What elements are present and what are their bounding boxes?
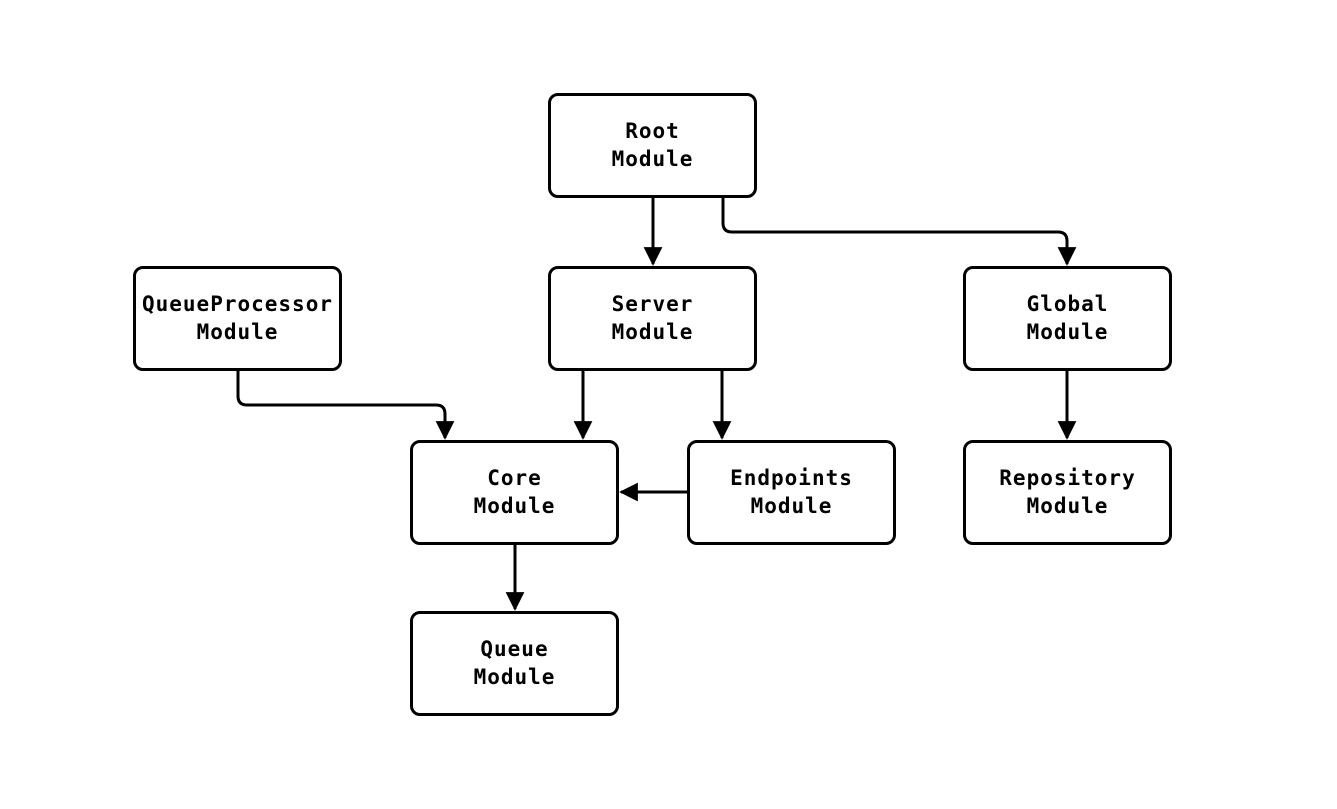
node-queue-module: Queue Module [410, 611, 619, 716]
node-root-module: Root Module [548, 93, 757, 198]
node-label-repository: Repository Module [999, 465, 1136, 518]
node-label-global: Global Module [1026, 291, 1109, 344]
node-label-root: Root Module [611, 118, 694, 171]
node-label-queueprocessor: QueueProcessor Module [141, 291, 333, 344]
node-global-module: Global Module [963, 266, 1172, 371]
node-server-module: Server Module [548, 266, 757, 371]
node-queueprocessor-module: QueueProcessor Module [133, 266, 342, 371]
node-repository-module: Repository Module [963, 440, 1172, 545]
node-core-module: Core Module [410, 440, 619, 545]
node-label-queue: Queue Module [473, 636, 556, 689]
node-endpoints-module: Endpoints Module [687, 440, 896, 545]
edge-root-to-global [721, 198, 1077, 266]
node-label-core: Core Module [473, 465, 556, 518]
node-label-server: Server Module [611, 291, 694, 344]
node-label-endpoints: Endpoints Module [730, 465, 853, 518]
edge-queueprocessor-to-core [236, 371, 455, 440]
